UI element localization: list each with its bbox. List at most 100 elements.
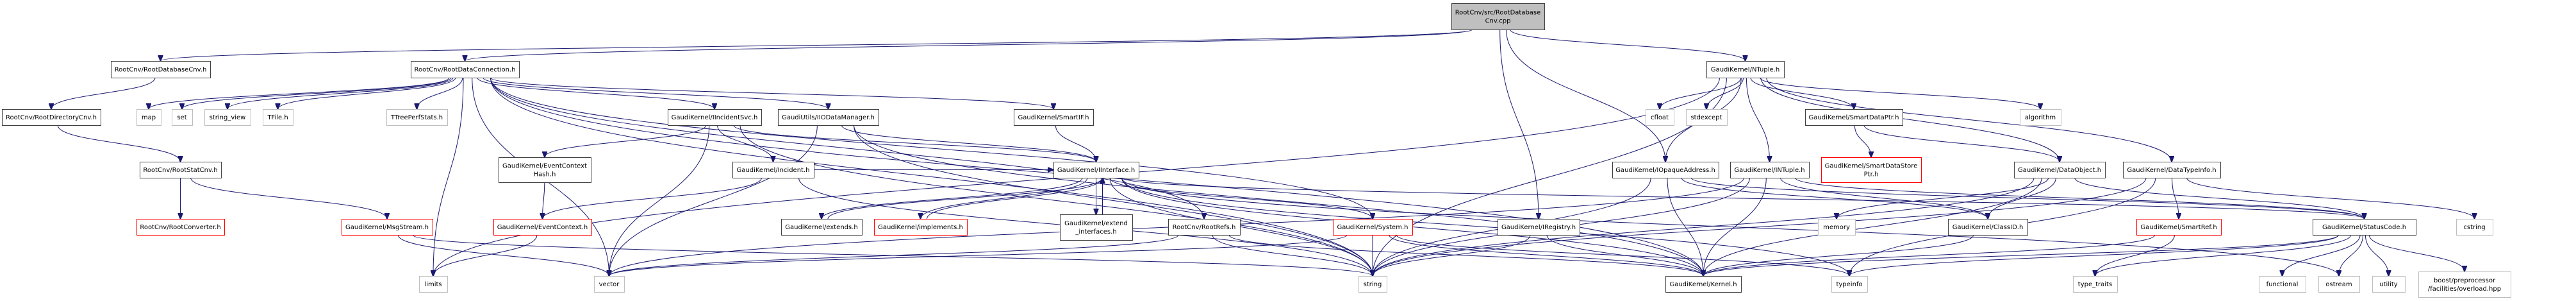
node-system[interactable]: GaudiKernel/System.h xyxy=(1333,219,1413,236)
node-statuscode[interactable]: GaudiKernel/StatusCode.h xyxy=(2313,219,2416,236)
node-rootdirectorycnv[interactable]: RootCnv/RootDirectoryCnv.h xyxy=(2,109,101,126)
edge-iiodatamanager-to-vector xyxy=(609,125,818,276)
node-label: GaudiKernel/DataObject.h xyxy=(2018,167,2101,174)
edge-root-to-rootdatabasecnv xyxy=(161,29,1473,61)
node-label: GaudiKernel/EventContext xyxy=(502,163,587,170)
node-dataobject[interactable]: GaudiKernel/DataObject.h xyxy=(2014,162,2106,178)
edge-root-to-rootdataconnection xyxy=(465,29,1473,61)
edge-incident-to-eventcontext xyxy=(543,177,762,219)
edge-rootstatcnv-to-msgstream xyxy=(190,177,387,219)
node-label: cstring xyxy=(2463,224,2485,231)
node-extend_interfaces[interactable]: GaudiKernel/extend_interfaces.h xyxy=(1060,214,1133,241)
node-label: map xyxy=(142,114,156,121)
node-iregistry[interactable]: GaudiKernel/IRegistry.h xyxy=(1498,219,1580,236)
node-rootrefs[interactable]: RootCnv/RootRefs.h xyxy=(1168,219,1241,236)
node-kernel[interactable]: GaudiKernel/Kernel.h xyxy=(1665,276,1742,293)
node-label: GaudiKernel/ClassID.h xyxy=(1953,224,2024,231)
edge-statuscode-to-typeinfo xyxy=(1849,234,2339,276)
node-box xyxy=(1333,219,1413,236)
edge-iincidentsvc-to-vector xyxy=(609,125,710,276)
edge-iiodatamanager-to-iinterface xyxy=(841,125,1096,162)
node-label: Hash.h xyxy=(534,171,556,178)
node-box xyxy=(172,109,193,126)
node-smartref[interactable]: GaudiKernel/SmartRef.h xyxy=(2136,219,2222,236)
node-boost_overload: boost/preprocessor/facilities/overload.h… xyxy=(2418,271,2511,298)
node-iinterface[interactable]: GaudiKernel/IInterface.h xyxy=(1053,162,1139,178)
node-label: GaudiKernel/IInterface.h xyxy=(1057,167,1135,174)
node-map: map xyxy=(136,109,161,126)
node-label: memory xyxy=(1823,224,1850,231)
node-box xyxy=(2123,162,2221,178)
node-label: GaudiKernel/Incident.h xyxy=(737,167,810,174)
node-label: GaudiKernel/Kernel.h xyxy=(1669,281,1737,288)
node-ntuple[interactable]: GaudiKernel/NTuple.h xyxy=(1706,61,1785,78)
node-incident[interactable]: GaudiKernel/Incident.h xyxy=(732,162,814,178)
edge-iopaqueaddress-to-kernel xyxy=(1667,177,1703,276)
node-label: GaudiKernel/System.h xyxy=(1337,224,1408,231)
edge-statuscode-to-kernel xyxy=(1703,234,2339,276)
node-iopaqueaddress[interactable]: GaudiKernel/IOpaqueAddress.h xyxy=(1612,162,1719,178)
node-label: GaudiKernel/MsgStream.h xyxy=(345,224,429,231)
node-iiodatamanager[interactable]: GaudiUtils/IIODataManager.h xyxy=(778,109,879,126)
node-label: GaudiKernel/NTuple.h xyxy=(1711,67,1779,74)
node-extends[interactable]: GaudiKernel/extends.h xyxy=(781,219,863,236)
node-label: utility xyxy=(2379,281,2398,288)
node-box xyxy=(1818,219,1856,236)
node-label: GaudiKernel/implements.h xyxy=(878,224,963,231)
node-box xyxy=(1014,109,1094,126)
edge-rootrefs-to-vector xyxy=(609,234,1179,276)
node-tfile: TFile.h xyxy=(263,109,293,126)
node-algorithm: algorithm xyxy=(2020,109,2061,126)
node-box xyxy=(493,219,592,236)
edge-classid-to-kernel xyxy=(1703,234,1974,276)
edge-rootdatabasecnv-to-rootdirectorycnv xyxy=(51,77,156,109)
node-implements[interactable]: GaudiKernel/implements.h xyxy=(874,219,968,236)
node-rootdatabasecnv[interactable]: RootCnv/RootDatabaseCnv.h xyxy=(111,61,211,78)
node-set: set xyxy=(172,109,193,126)
node-box xyxy=(1706,61,1785,78)
edge-rootdataconnection-to-smartif xyxy=(490,77,1054,109)
edge-rootdataconnection-to-rootrefs xyxy=(490,77,1205,219)
node-label: TFile.h xyxy=(267,114,288,121)
node-classid[interactable]: GaudiKernel/ClassID.h xyxy=(1948,219,2028,236)
node-root[interactable]: RootCnv/src/RootDatabaseCnv.cpp xyxy=(1451,3,1545,30)
edge-dataobject-to-kernel xyxy=(1703,177,2042,276)
node-box xyxy=(2136,219,2222,236)
node-intuple[interactable]: GaudiKernel/INTuple.h xyxy=(1730,162,1810,178)
node-iincidentsvc[interactable]: GaudiKernel/IIncidentSvc.h xyxy=(668,109,762,126)
node-rootconverter[interactable]: RootCnv/RootConverter.h xyxy=(136,219,225,236)
node-cstring: cstring xyxy=(2456,219,2493,236)
node-memory: memory xyxy=(1818,219,1856,236)
edge-iopaqueaddress-to-statuscode xyxy=(1690,177,2365,219)
node-eventcontext[interactable]: GaudiKernel/EventContext.h xyxy=(493,219,592,236)
node-type_traits: type_traits xyxy=(2073,276,2118,293)
node-box xyxy=(136,219,225,236)
edge-datatypeinfo-to-string xyxy=(1373,177,2147,276)
node-string: string xyxy=(1358,276,1387,293)
node-smartif[interactable]: GaudiKernel/SmartIF.h xyxy=(1014,109,1094,126)
node-box xyxy=(1053,162,1139,178)
node-label: GaudiKernel/EventContext.h xyxy=(497,224,588,231)
edge-ntuple-to-datatypeinfo xyxy=(1766,77,2172,162)
node-box xyxy=(140,162,222,178)
edge-ntuple-to-smartdataptr xyxy=(1750,77,1854,109)
edge-iiodatamanager-to-string xyxy=(854,125,1373,276)
node-label: /facilities/overload.hpp xyxy=(2428,286,2501,293)
node-datatypeinfo[interactable]: GaudiKernel/DataTypeInfo.h xyxy=(2123,162,2221,178)
edge-dataobject-to-statuscode xyxy=(2074,177,2365,219)
node-label: RootCnv/RootDatabaseCnv.h xyxy=(115,67,207,74)
node-msgstream[interactable]: GaudiKernel/MsgStream.h xyxy=(342,219,433,236)
node-box xyxy=(1646,109,1674,126)
node-smartdataptr[interactable]: GaudiKernel/SmartDataPtr.h xyxy=(1805,109,1903,126)
node-rootstatcnv[interactable]: RootCnv/RootStatCnv.h xyxy=(140,162,222,178)
node-rootdataconnection[interactable]: RootCnv/RootDataConnection.h xyxy=(411,61,520,78)
node-label: GaudiKernel/SmartDataStore xyxy=(1825,163,1918,170)
edge-rootdirectorycnv-to-rootstatcnv xyxy=(57,125,180,162)
node-box xyxy=(204,109,251,126)
node-box xyxy=(2,109,101,126)
edge-rootrefs-to-string xyxy=(1212,234,1373,276)
edge-dataobject-to-memory xyxy=(1837,177,2049,219)
node-box xyxy=(419,276,448,293)
